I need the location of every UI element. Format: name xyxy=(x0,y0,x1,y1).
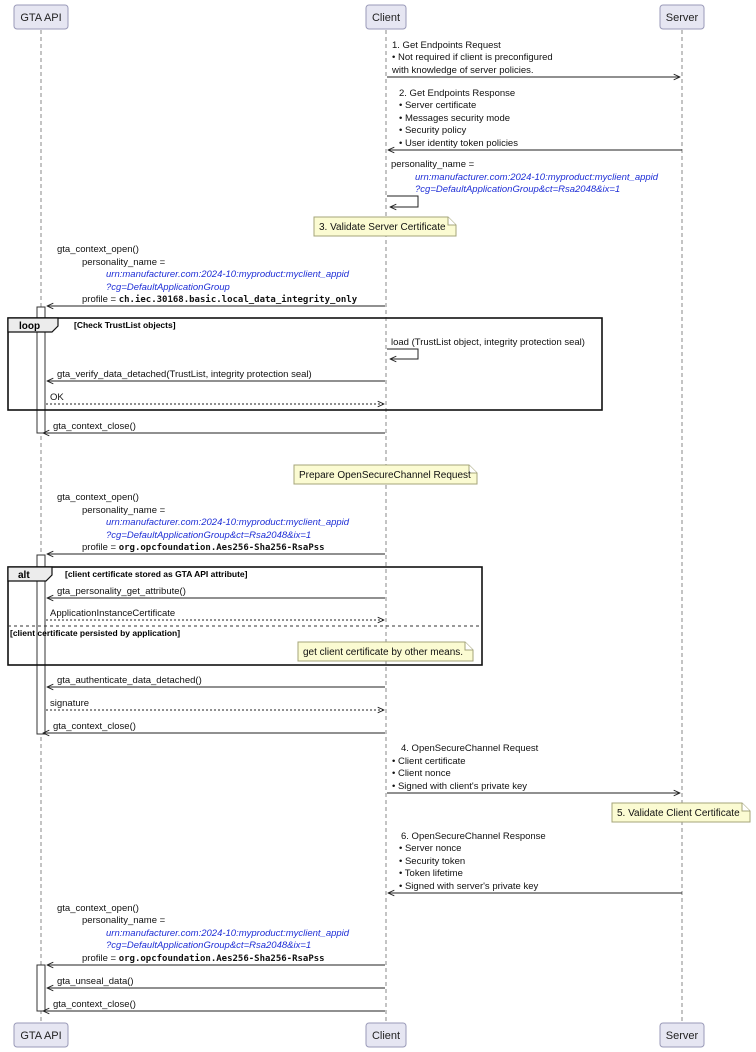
message-label: • Client certificate xyxy=(392,756,466,767)
message-label: personality_name = xyxy=(391,159,475,170)
personality-urn: urn:manufacturer.com:2024-10:myproduct:m… xyxy=(106,517,350,528)
message-opensecurechannel-response: 6. OpenSecureChannel Response • Server n… xyxy=(388,831,682,893)
message-personality-name-self: personality_name = urn:manufacturer.com:… xyxy=(387,159,659,207)
note-text: 3. Validate Server Certificate xyxy=(319,222,446,233)
message-unseal-data: gta_unseal_data() xyxy=(47,976,385,988)
loop-tag: loop xyxy=(19,321,40,332)
message-label: 2. Get Endpoints Response xyxy=(399,88,515,99)
message-label: gta_personality_get_attribute() xyxy=(57,586,186,597)
message-signature-return: signature xyxy=(46,698,384,710)
message-label: gta_context_open() xyxy=(57,903,139,914)
message-label: • User identity token policies xyxy=(399,138,518,149)
participant-label: Server xyxy=(666,12,699,24)
message-label: • Security policy xyxy=(399,125,466,136)
note-validate-server-certificate: 3. Validate Server Certificate xyxy=(313,216,457,237)
message-ok-return: OK xyxy=(46,392,384,404)
message-label: • Server nonce xyxy=(399,843,461,854)
message-label: gta_context_close() xyxy=(53,721,136,732)
participant-label: GTA API xyxy=(20,1030,61,1042)
message-label: gta_unseal_data() xyxy=(57,976,134,987)
message-label: gta_context_open() xyxy=(57,244,139,255)
message-label: • Token lifetime xyxy=(399,868,463,879)
message-label: • Messages security mode xyxy=(399,113,510,124)
self-arrow xyxy=(387,348,419,359)
message-label: • Client nonce xyxy=(392,768,451,779)
personality-query: ?cg=DefaultApplicationGroup xyxy=(106,282,230,293)
message-context-open-1: gta_context_open() personality_name = ur… xyxy=(47,244,385,306)
participant-gta-api-top: GTA API xyxy=(13,4,69,30)
message-context-open-2: gta_context_open() personality_name = ur… xyxy=(47,492,385,554)
activation-bar xyxy=(36,306,46,434)
message-label: • Not required if client is preconfigure… xyxy=(392,52,553,63)
message-load-self: load (TrustList object, integrity protec… xyxy=(387,337,585,359)
message-get-endpoints-response: 2. Get Endpoints Response • Server certi… xyxy=(388,88,682,150)
message-context-close-2: gta_context_close() xyxy=(43,721,385,733)
alt-tag: alt xyxy=(18,570,30,581)
message-label: with knowledge of server policies. xyxy=(391,65,534,76)
participant-client-bottom: Client xyxy=(365,1022,407,1048)
message-label: 4. OpenSecureChannel Request xyxy=(401,743,539,754)
loop-frame: loop [Check TrustList objects] xyxy=(7,317,603,411)
personality-urn: urn:manufacturer.com:2024-10:myproduct:m… xyxy=(106,269,350,280)
message-label: gta_context_close() xyxy=(53,999,136,1010)
message-label: • Server certificate xyxy=(399,100,476,111)
personality-query: ?cg=DefaultApplicationGroup&ct=Rsa2048&i… xyxy=(415,184,620,195)
message-get-endpoints-request: 1. Get Endpoints Request • Not required … xyxy=(387,40,680,77)
note-other-means: get client certificate by other means. xyxy=(297,641,474,662)
alt-condition: [client certificate persisted by applica… xyxy=(10,628,180,638)
message-label: 6. OpenSecureChannel Response xyxy=(401,831,546,842)
note-text: Prepare OpenSecureChannel Request xyxy=(299,470,471,481)
message-label: gta_authenticate_data_detached() xyxy=(57,675,202,686)
loop-condition: [Check TrustList objects] xyxy=(74,320,176,330)
personality-urn: urn:manufacturer.com:2024-10:myproduct:m… xyxy=(415,172,659,183)
message-label: gta_verify_data_detached(TrustList, inte… xyxy=(57,369,312,380)
note-prepare-opensecurechannel: Prepare OpenSecureChannel Request xyxy=(293,464,478,485)
message-label: OK xyxy=(50,392,64,403)
message-label: • Security token xyxy=(399,856,465,867)
message-application-instance-certificate: ApplicationInstanceCertificate xyxy=(46,608,384,620)
note-text: 5. Validate Client Certificate xyxy=(617,808,740,819)
alt-frame: alt [client certificate stored as GTA AP… xyxy=(7,566,483,666)
personality-query: ?cg=DefaultApplicationGroup&ct=Rsa2048&i… xyxy=(106,530,311,541)
message-label: gta_context_open() xyxy=(57,492,139,503)
message-context-close-3: gta_context_close() xyxy=(43,999,385,1011)
message-opensecurechannel-request: 4. OpenSecureChannel Request • Client ce… xyxy=(387,743,680,793)
message-label: • Signed with server's private key xyxy=(399,881,539,892)
self-arrow xyxy=(387,195,419,207)
message-label: ApplicationInstanceCertificate xyxy=(50,608,175,619)
note-validate-client-certificate: 5. Validate Client Certificate xyxy=(611,802,751,823)
message-verify-data-detached: gta_verify_data_detached(TrustList, inte… xyxy=(47,369,385,381)
activation-bar xyxy=(36,964,46,1012)
message-context-close-1: gta_context_close() xyxy=(43,421,385,433)
message-context-open-3: gta_context_open() personality_name = ur… xyxy=(47,903,385,965)
activation-bar xyxy=(36,554,46,735)
participant-label: Server xyxy=(666,1030,699,1042)
participant-server-top: Server xyxy=(659,4,705,30)
profile-label: profile = ch.iec.30168.basic.local_data_… xyxy=(82,294,358,305)
message-label: • Signed with client's private key xyxy=(392,781,527,792)
participant-server-bottom: Server xyxy=(659,1022,705,1048)
profile-label: profile = org.opcfoundation.Aes256-Sha25… xyxy=(82,542,325,553)
personality-query: ?cg=DefaultApplicationGroup&ct=Rsa2048&i… xyxy=(106,940,311,951)
message-label: personality_name = xyxy=(82,257,166,268)
personality-urn: urn:manufacturer.com:2024-10:myproduct:m… xyxy=(106,928,350,939)
participant-label: GTA API xyxy=(20,12,61,24)
message-authenticate-data-detached: gta_authenticate_data_detached() xyxy=(47,675,385,687)
message-label: personality_name = xyxy=(82,505,166,516)
participant-label: Client xyxy=(372,12,400,24)
message-label: signature xyxy=(50,698,89,709)
note-text: get client certificate by other means. xyxy=(303,647,463,658)
message-label: load (TrustList object, integrity protec… xyxy=(391,337,585,348)
message-get-attribute: gta_personality_get_attribute() xyxy=(47,586,385,598)
alt-condition: [client certificate stored as GTA API at… xyxy=(65,569,248,579)
participant-gta-api-bottom: GTA API xyxy=(13,1022,69,1048)
participant-client-top: Client xyxy=(365,4,407,30)
message-label: 1. Get Endpoints Request xyxy=(392,40,501,51)
profile-label: profile = org.opcfoundation.Aes256-Sha25… xyxy=(82,953,325,964)
participant-label: Client xyxy=(372,1030,400,1042)
message-label: gta_context_close() xyxy=(53,421,136,432)
message-label: personality_name = xyxy=(82,915,166,926)
